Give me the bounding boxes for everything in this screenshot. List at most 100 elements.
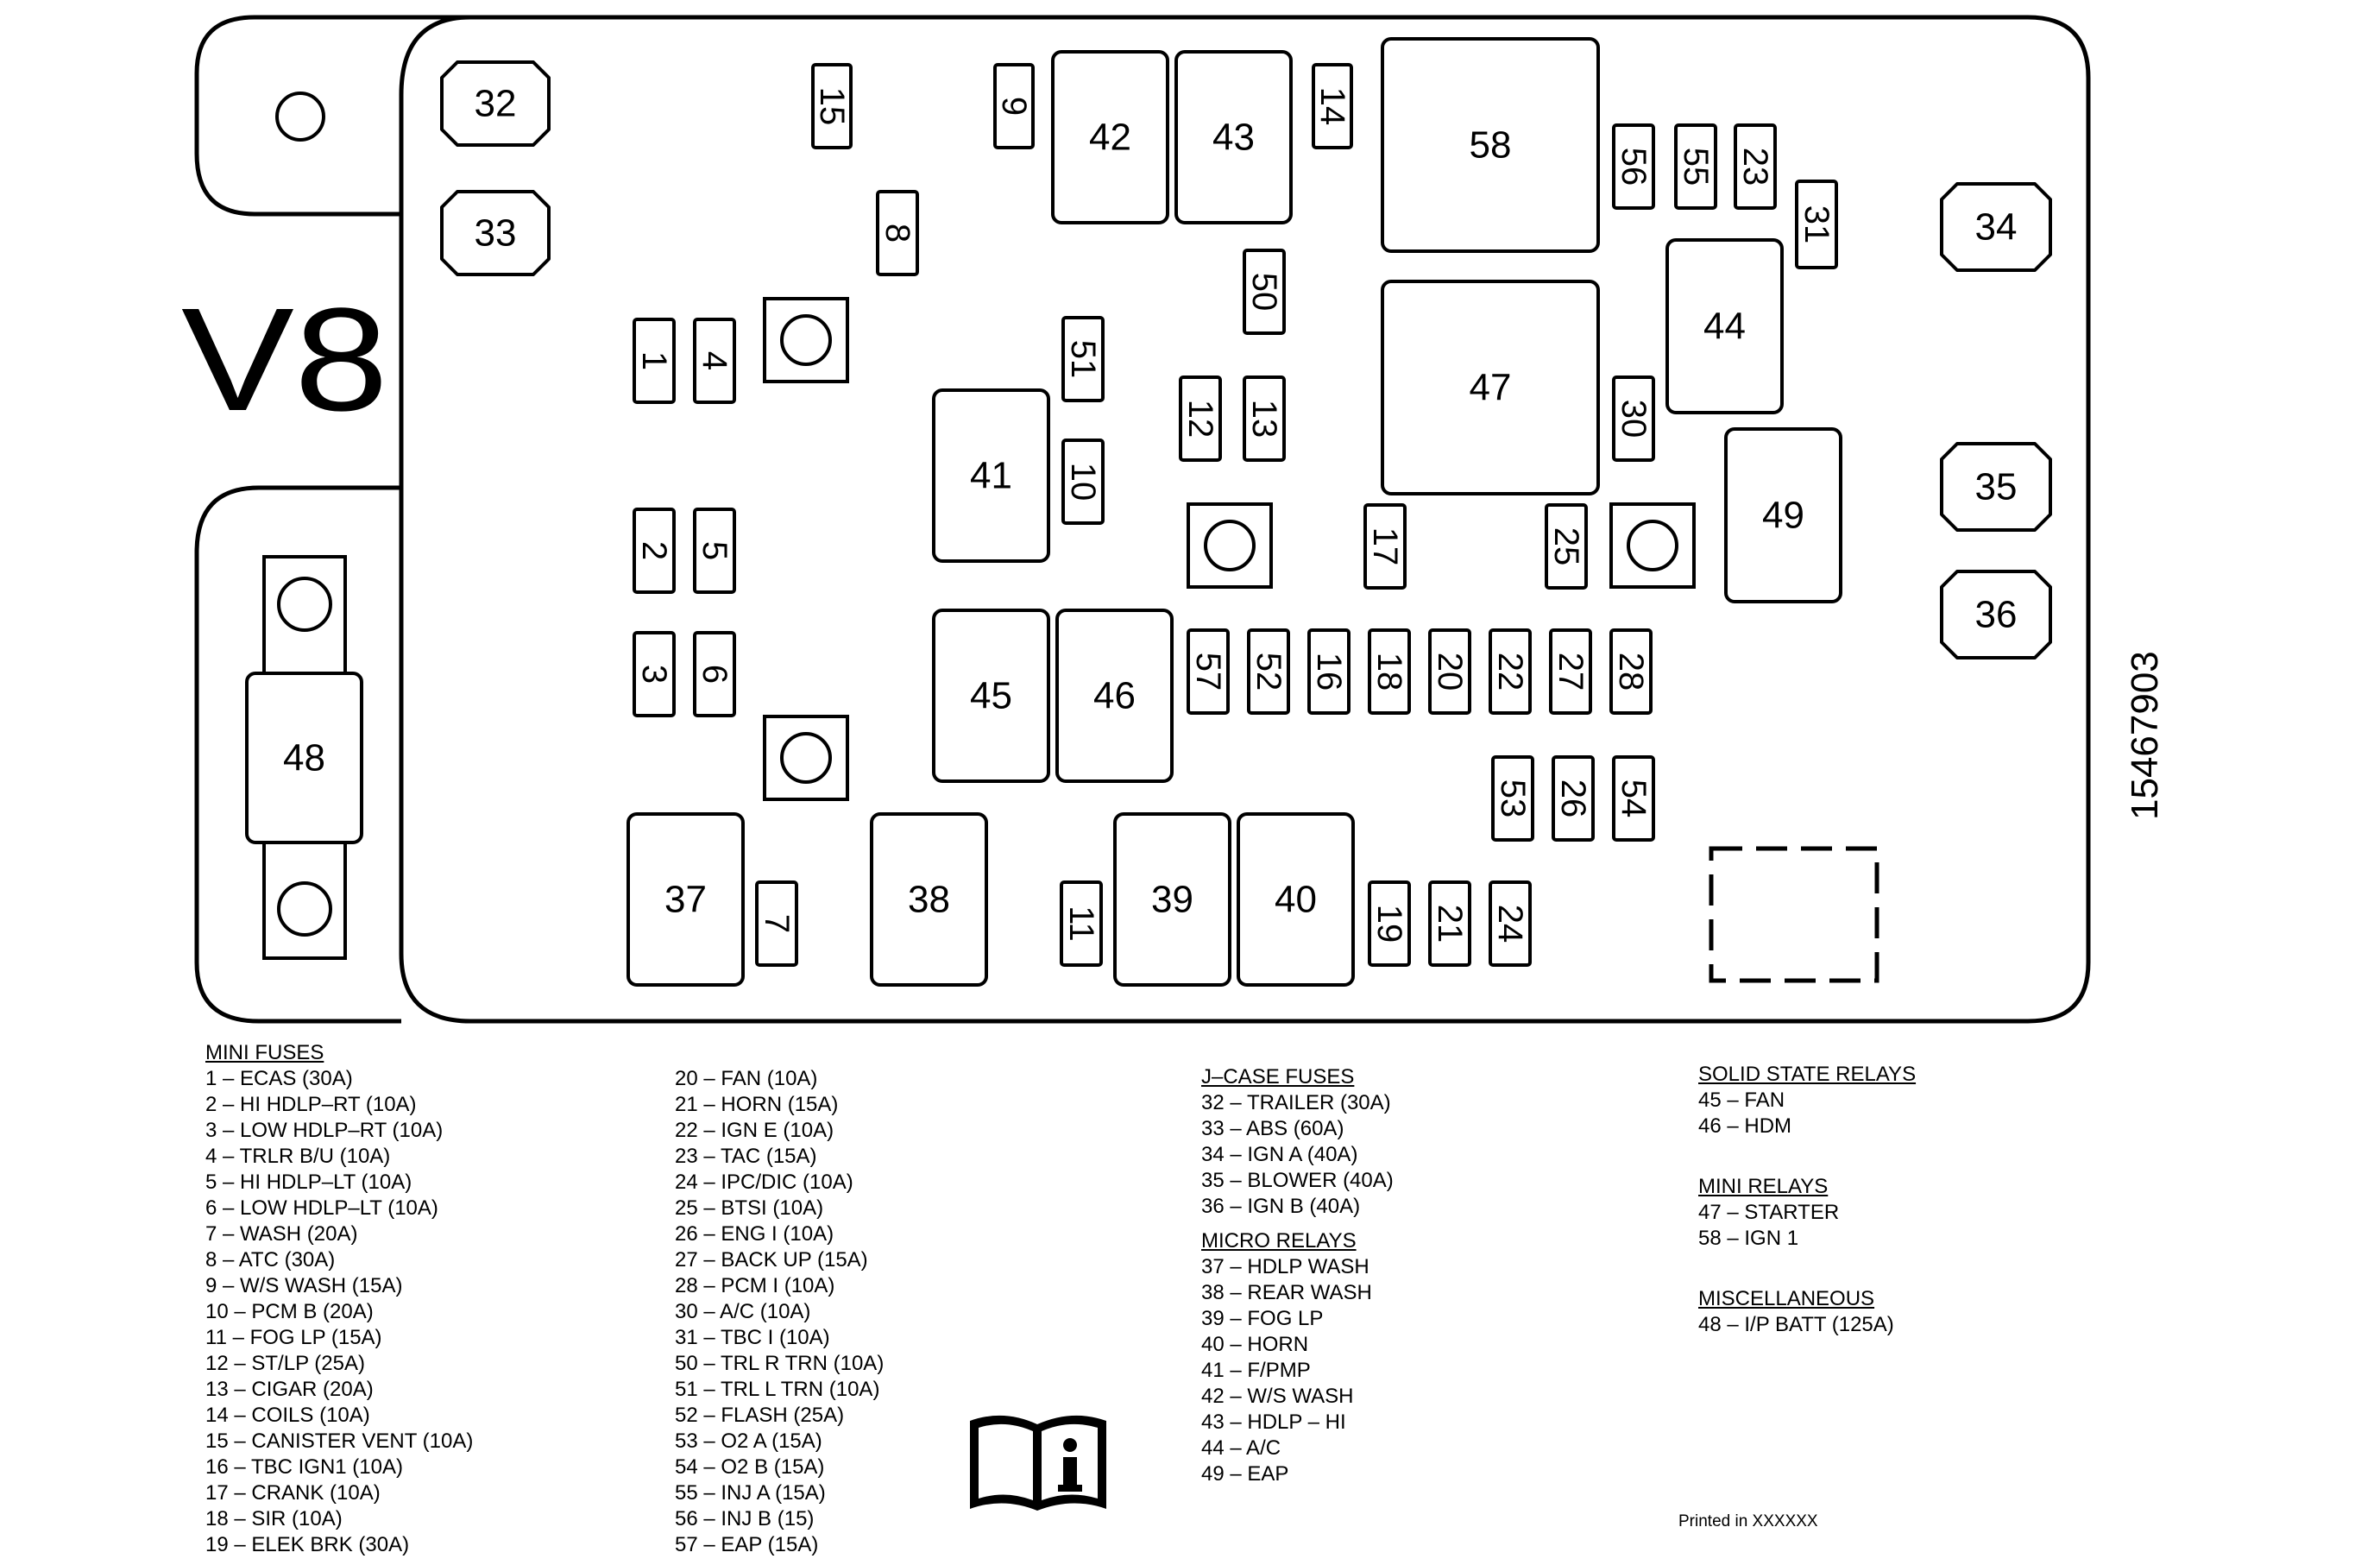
legend-item-micro-relay: 37 – HDLP WASH xyxy=(1201,1255,1369,1278)
legend-item-mini-fuse: 16 – TBC IGN1 (10A) xyxy=(205,1455,403,1479)
component-label: 2 xyxy=(635,541,673,560)
legend-item-jcase-fuse: 32 – TRAILER (30A) xyxy=(1201,1091,1391,1114)
component-label: 49 xyxy=(1762,495,1804,537)
component-53: 53 xyxy=(1491,755,1534,842)
component-47: 47 xyxy=(1381,280,1600,495)
component-42: 42 xyxy=(1051,50,1169,224)
component-label: 46 xyxy=(1093,675,1136,717)
component-48: 48 xyxy=(245,672,363,844)
component-label: 52 xyxy=(1250,653,1288,691)
component-label: 31 xyxy=(1798,205,1835,244)
legend-item-mini-fuse: 21 – HORN (15A) xyxy=(675,1093,839,1116)
component-label: 25 xyxy=(1547,527,1585,566)
component-26: 26 xyxy=(1552,755,1595,842)
component-outline xyxy=(1243,375,1286,462)
component-outline xyxy=(1612,375,1655,462)
legend-item-micro-relay: 39 – FOG LP xyxy=(1201,1307,1324,1330)
legend-item-mini-fuse: 28 – PCM I (10A) xyxy=(675,1274,835,1297)
component-outline xyxy=(1307,628,1351,715)
component-outline xyxy=(1549,628,1592,715)
component-30: 30 xyxy=(1612,375,1655,462)
legend-item-mini-fuse: 6 – LOW HDLP–LT (10A) xyxy=(205,1196,438,1220)
component-outline xyxy=(1055,609,1174,783)
component-label: 9 xyxy=(995,97,1033,116)
component-outline xyxy=(1734,123,1777,210)
component-label: 43 xyxy=(1212,117,1255,159)
legend-item-micro-relay: 38 – REAR WASH xyxy=(1201,1281,1372,1304)
component-4: 4 xyxy=(693,318,736,404)
legend-item-micro-relay: 41 – F/PMP xyxy=(1201,1359,1311,1382)
component-label: 17 xyxy=(1366,527,1404,566)
component-label: 16 xyxy=(1310,653,1348,691)
component-6: 6 xyxy=(693,631,736,717)
component-18: 18 xyxy=(1368,628,1411,715)
component-label: 37 xyxy=(664,879,707,921)
component-label: 23 xyxy=(1736,148,1774,186)
component-label: 18 xyxy=(1370,653,1408,691)
component-outline xyxy=(245,672,363,844)
legend-item-mini-fuse: 4 – TRLR B/U (10A) xyxy=(205,1145,391,1168)
component-label: 10 xyxy=(1064,463,1102,502)
component-outline xyxy=(1489,628,1532,715)
component-32: 32 xyxy=(440,60,551,147)
component-51: 51 xyxy=(1061,316,1105,402)
upper-mount-tab xyxy=(194,15,414,217)
component-outline xyxy=(626,812,745,987)
legend-item-mini-fuse: 2 – HI HDLP–RT (10A) xyxy=(205,1093,417,1116)
legend-item-mini-fuse: 27 – BACK UP (15A) xyxy=(675,1248,868,1272)
component-label: 45 xyxy=(970,675,1012,717)
component-outline xyxy=(1179,375,1222,462)
component-outline xyxy=(1368,880,1411,967)
component-outline xyxy=(1381,280,1600,495)
legend-mini-fuses-continued: 20 – FAN (10A)21 – HORN (15A)22 – IGN E … xyxy=(675,1066,884,1558)
component-outline xyxy=(440,60,551,147)
component-17: 17 xyxy=(1363,503,1407,590)
legend-item-mini-fuse: 56 – INJ B (15) xyxy=(675,1507,815,1530)
component-outline xyxy=(1545,503,1588,590)
component-31: 31 xyxy=(1795,180,1838,269)
legend-item-mini-fuse: 23 – TAC (15A) xyxy=(675,1145,817,1168)
legend-item-mini-fuse: 3 – LOW HDLP–RT (10A) xyxy=(205,1119,444,1142)
component-35: 35 xyxy=(1940,442,2052,532)
component-label: 38 xyxy=(908,879,950,921)
component-outline xyxy=(876,190,919,276)
component-5: 5 xyxy=(693,508,736,594)
component-outline xyxy=(1674,123,1717,210)
component-outline xyxy=(1113,812,1231,987)
component-label: 4 xyxy=(696,351,734,370)
component-9: 9 xyxy=(993,63,1035,149)
component-label: 47 xyxy=(1470,367,1512,409)
component-outline xyxy=(1060,880,1103,967)
component-outline xyxy=(1428,880,1471,967)
component-21: 21 xyxy=(1428,880,1471,967)
component-11: 11 xyxy=(1060,880,1103,967)
legend-item-mini-fuse: 26 – ENG I (10A) xyxy=(675,1222,834,1246)
component-label: 34 xyxy=(1975,206,2018,249)
component-27: 27 xyxy=(1549,628,1592,715)
component-label: 54 xyxy=(1615,779,1653,818)
component-20: 20 xyxy=(1428,628,1471,715)
legend-heading-micro-relays: MICRO RELAYS xyxy=(1201,1229,1357,1253)
part-number: 15467903 xyxy=(2124,651,2166,820)
component-2: 2 xyxy=(633,508,676,594)
component-label: 24 xyxy=(1491,905,1529,943)
legend-item-mini-fuse: 52 – FLASH (25A) xyxy=(675,1404,845,1427)
legend-heading-jcase-fuses: J–CASE FUSES xyxy=(1201,1065,1355,1089)
component-outline xyxy=(1612,755,1655,842)
legend-item-mini-fuse: 7 – WASH (20A) xyxy=(205,1222,358,1246)
component-14: 14 xyxy=(1312,63,1353,149)
component-label: 5 xyxy=(696,541,734,560)
legend-item-mini-fuse: 53 – O2 A (15A) xyxy=(675,1429,822,1453)
legend-item-mini-fuse: 20 – FAN (10A) xyxy=(675,1067,818,1090)
legend-item-mini-relay: 58 – IGN 1 xyxy=(1698,1227,1799,1250)
engine-label: V8 xyxy=(181,278,388,442)
component-7: 7 xyxy=(755,880,798,967)
component-1: 1 xyxy=(633,318,676,404)
legend-mini-fuses: MINI FUSES 1 – ECAS (30A)2 – HI HDLP–RT … xyxy=(205,1040,473,1558)
legend-item-mini-fuse: 30 – A/C (10A) xyxy=(675,1300,811,1323)
legend-item-mini-fuse: 55 – INJ A (15A) xyxy=(675,1481,826,1505)
component-outline xyxy=(1247,628,1290,715)
legend-item-mini-fuse: 51 – TRL L TRN (10A) xyxy=(675,1378,880,1401)
legend-item-mini-fuse: 5 – HI HDLP–LT (10A) xyxy=(205,1171,412,1194)
